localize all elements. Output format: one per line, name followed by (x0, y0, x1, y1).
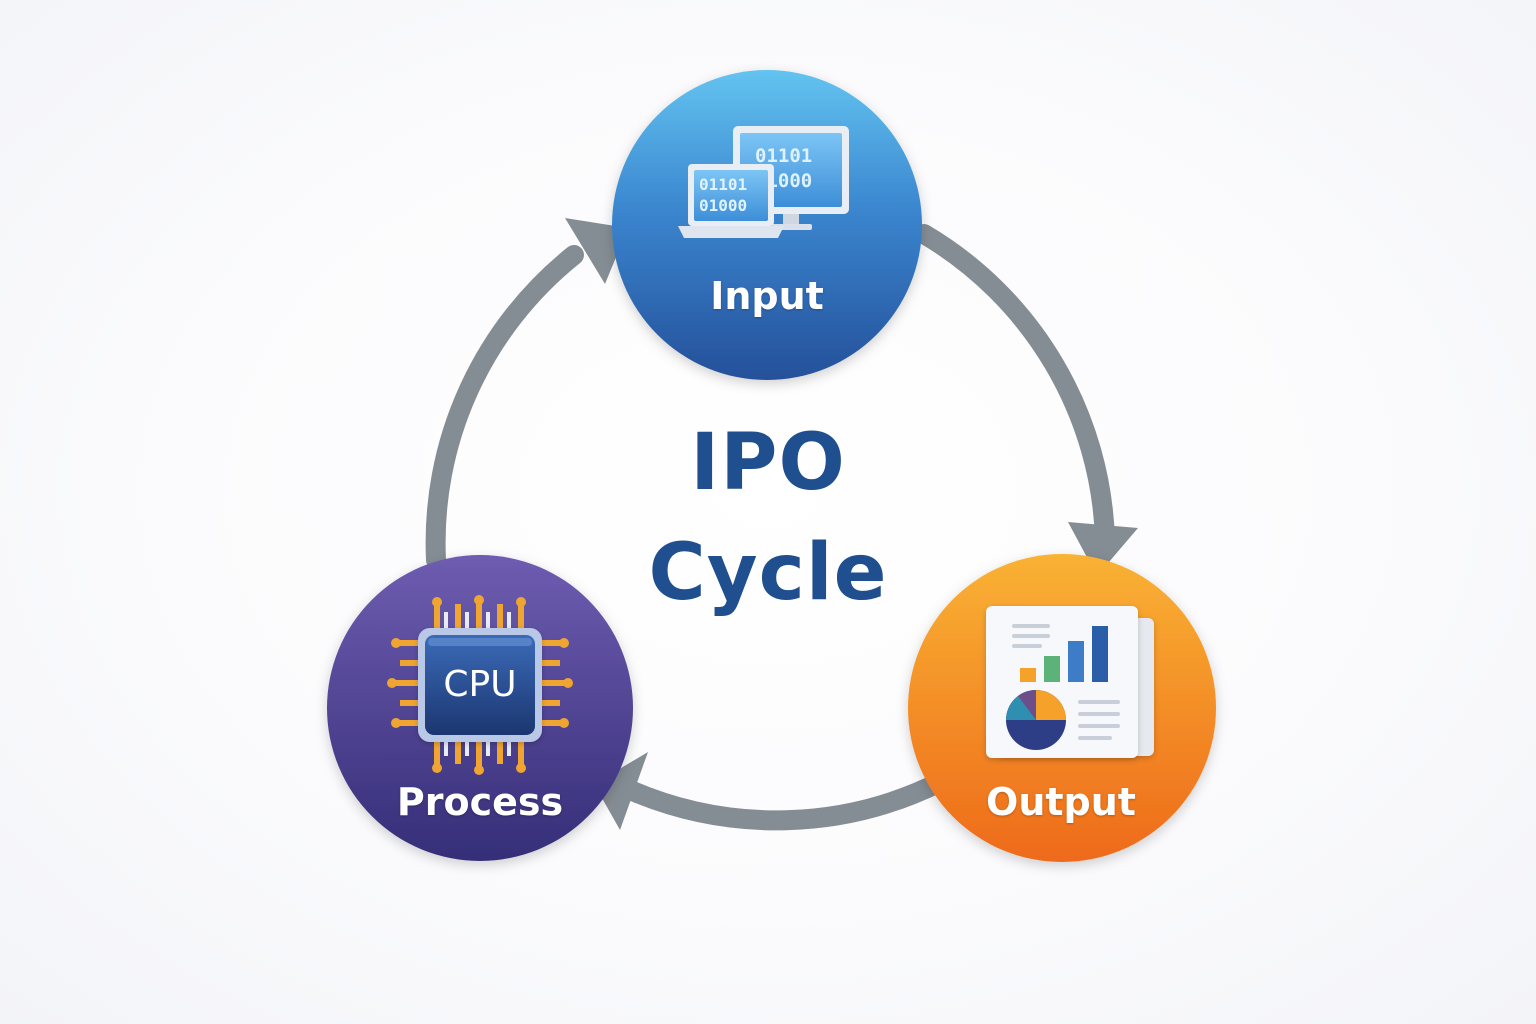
process-label: Process (396, 780, 564, 824)
cpu-chip-text: CPU (443, 664, 516, 705)
title-line-2: Cycle (648, 528, 888, 618)
monitor-binary-line-1: 01101 (755, 145, 812, 167)
input-node: 01101 01000 01101 01000 (612, 70, 922, 380)
laptop-binary-line-1: 01101 (699, 175, 747, 194)
arrow-process-to-input (425, 218, 628, 570)
report-chart-icon (986, 606, 1154, 758)
arrow-output-to-process (594, 752, 950, 831)
output-node (908, 554, 1216, 862)
input-label: Input (710, 274, 824, 318)
laptop-binary-line-2: 01000 (699, 196, 747, 215)
output-label: Output (986, 780, 1136, 824)
process-node: CPU (327, 555, 633, 861)
cpu-chip-icon: CPU (387, 595, 573, 775)
diagram-title: IPO Cycle (568, 408, 968, 628)
title-line-1: IPO (690, 418, 846, 508)
arrow-input-to-output (914, 224, 1138, 576)
computer-binary-icon: 01101 01000 01101 01000 (678, 126, 849, 238)
